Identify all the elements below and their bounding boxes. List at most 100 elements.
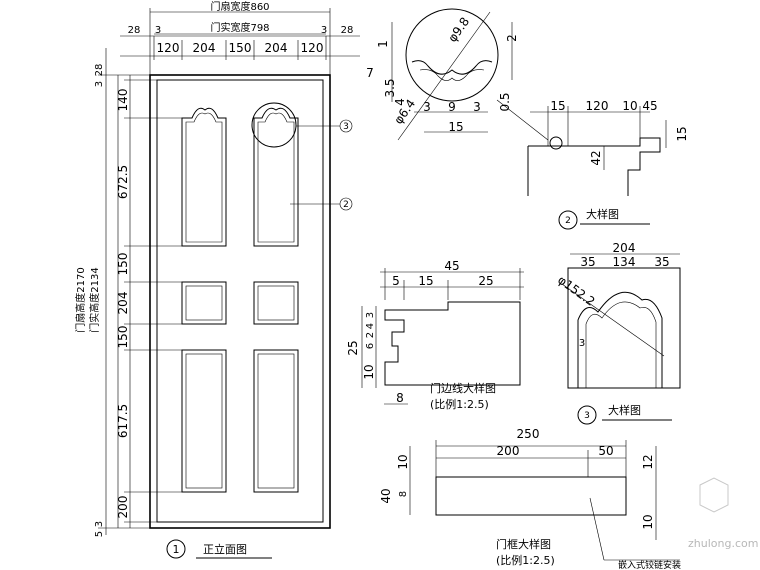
- molding-dim-2: 2: [365, 332, 376, 338]
- title-number-1: 1: [173, 543, 180, 556]
- lower-right-panel-inner: [257, 353, 295, 489]
- molding-dim-6: 6: [365, 343, 376, 349]
- upper-right-panel-inner: [257, 112, 295, 243]
- callout-label-3: 3: [343, 122, 349, 132]
- frame-dim-200: 200: [497, 444, 520, 458]
- upper-left-panel-inner: [185, 112, 223, 243]
- molding-dim-10: 10: [362, 364, 376, 379]
- molding-dim-45: 45: [444, 259, 459, 273]
- detail-3-arch: [577, 291, 663, 388]
- title-bubble-1: [166, 539, 186, 559]
- door-leaf-outline: [156, 79, 324, 523]
- detail-2-dim-45: 45: [642, 99, 657, 113]
- left-dim-150-upper: 150: [116, 253, 130, 276]
- middle-right-panel: [253, 281, 299, 325]
- detail-3-dim-134: 134: [613, 255, 636, 269]
- detail-2-dim-42: 42: [589, 150, 603, 165]
- detail-3-dim-35-left: 35: [580, 255, 595, 269]
- frame-dim-8: 8: [398, 491, 409, 497]
- detail-2: 15 120 10 45 15 42 2 大样图: [496, 99, 689, 230]
- left-dim-150-lower: 150: [116, 326, 130, 349]
- frame-detail: 250 200 50 10 40 8 12 10 门框大样图 (比例1:2.5)…: [379, 427, 681, 570]
- watermark-text: zhulong.com: [688, 537, 758, 550]
- frame-dim-10-right: 10: [641, 514, 655, 529]
- frame-note: 嵌入式铰链安装: [618, 559, 681, 570]
- top-dim-28-right: 28: [341, 25, 354, 36]
- top-dim-204-left: 204: [193, 41, 216, 55]
- detail-2-dim-120: 120: [586, 99, 609, 113]
- molding-dim-25-left: 25: [346, 340, 360, 355]
- callout-circle-3: [251, 102, 297, 148]
- top-dim-120-right: 120: [301, 41, 324, 55]
- frame-dim-10: 10: [396, 454, 410, 469]
- middle-left-panel: [181, 281, 227, 325]
- door-frame-outline: [149, 74, 331, 529]
- detail-3-arch-inner: [585, 301, 657, 388]
- detail-2-marker: [549, 136, 563, 150]
- top-detail-dim-7: 7: [366, 66, 374, 80]
- molding-profile: [384, 301, 521, 386]
- detail-3: 204 35 134 35 φ152.2 3 3 大样图: [555, 241, 681, 425]
- detail-3-number: 3: [584, 411, 590, 421]
- front-elevation-title: 正立面图: [203, 542, 247, 556]
- lower-right-panel: [253, 349, 299, 493]
- frame-title: 门框大样图: [496, 537, 551, 551]
- molding-dim-8: 8: [396, 391, 404, 405]
- top-detail-dim-1: 1: [376, 40, 390, 48]
- lower-left-panel: [181, 349, 227, 493]
- detail-3-dim-204: 204: [613, 241, 636, 255]
- detail-2-dim-10: 10: [622, 99, 637, 113]
- detail-3-dim-35-right: 35: [654, 255, 669, 269]
- detail-2-title: 大样图: [586, 207, 619, 221]
- top-dim-120-left: 120: [157, 41, 180, 55]
- left-dim-672-5: 672.5: [116, 165, 130, 199]
- lower-left-panel-inner: [185, 353, 223, 489]
- frame-dim-12: 12: [641, 454, 655, 469]
- top-dim-3-left: 3: [155, 25, 161, 36]
- circle-detail-profile: [411, 60, 493, 75]
- molding-dim-4: 4: [365, 323, 376, 329]
- top-detail-dim-4: 4: [393, 98, 407, 106]
- top-dim-150: 150: [229, 41, 252, 55]
- detail-2-number: 2: [565, 216, 571, 226]
- molding-dim-15: 15: [418, 274, 433, 288]
- molding-dim-5: 5: [392, 274, 400, 288]
- watermark: zhulong.com: [688, 477, 758, 550]
- circle-detail-dia-line: [397, 11, 491, 141]
- detail-2-bubble: [558, 210, 578, 230]
- circle-detail: φ9.8 φ6.4 1 7 3.5 4 3 9 3 15 0.5 2: [366, 8, 519, 141]
- frame-dim-50: 50: [598, 444, 613, 458]
- front-elevation: 3 2 门扇宽度860 门实宽度798 28 3 120 204 150 204…: [74, 0, 360, 559]
- middle-right-panel-inner: [257, 285, 295, 321]
- detail-2-dim-15-right: 15: [675, 126, 689, 141]
- molding-title: 门边线大样图: [430, 381, 496, 395]
- top-detail-dim-3-5: 3.5: [383, 78, 397, 97]
- detail-3-dia-label: φ152.2: [555, 273, 597, 309]
- left-dim-140: 140: [116, 89, 130, 112]
- detail-3-title: 大样图: [608, 403, 641, 417]
- left-dim-3-top: 3: [94, 81, 105, 87]
- middle-left-panel-inner: [185, 285, 223, 321]
- molding-dim-25: 25: [478, 274, 493, 288]
- upper-right-panel: [253, 107, 299, 247]
- frame-dim-40: 40: [379, 488, 393, 503]
- top-detail-dim-9: 9: [448, 100, 456, 114]
- top-dim-28-left: 28: [128, 25, 141, 36]
- left-dim-5: 5: [94, 531, 105, 537]
- left-dim-204: 204: [116, 292, 130, 315]
- left-dim-3-bottom: 3: [94, 521, 105, 527]
- circle-detail-profile-inner: [419, 69, 485, 81]
- top-detail-dim-3-left: 3: [423, 100, 431, 114]
- top-dim-204-right: 204: [265, 41, 288, 55]
- top-detail-dim-2: 2: [505, 34, 519, 42]
- top-dim-3-right: 3: [321, 25, 327, 36]
- detail-3-dia-line: [561, 283, 665, 357]
- left-dim-200: 200: [116, 496, 130, 519]
- inner-width-label: 门实宽度798: [210, 21, 269, 34]
- inner-height-label: 门实高度2134: [88, 267, 101, 332]
- watermark-logo-icon: [699, 477, 729, 513]
- detail-3-dim-3: 3: [579, 338, 585, 349]
- frame-section: [435, 476, 627, 516]
- total-height-label: 门扇高度2170: [74, 267, 87, 332]
